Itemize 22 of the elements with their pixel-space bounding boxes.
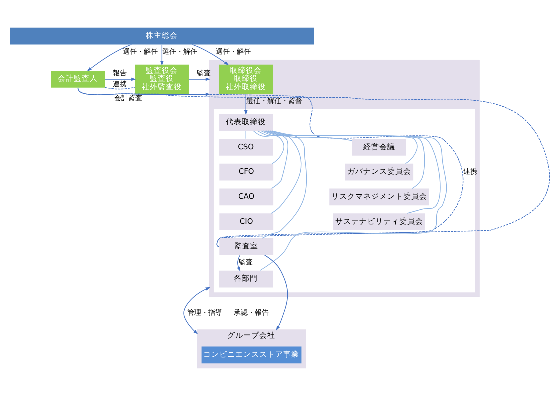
connector <box>258 130 288 190</box>
connector <box>78 88 464 248</box>
arrow <box>160 44 164 66</box>
arrow <box>264 254 288 331</box>
connector <box>162 94 550 248</box>
connector <box>264 130 353 142</box>
arrow <box>87 44 132 72</box>
arrow <box>192 44 230 66</box>
arrow <box>188 78 211 82</box>
connector <box>260 130 302 214</box>
connector <box>270 130 441 214</box>
arrow <box>104 78 136 82</box>
connector <box>266 130 418 164</box>
connector <box>253 130 284 164</box>
connector <box>268 130 426 190</box>
connector <box>260 130 448 272</box>
arrow <box>78 88 211 96</box>
arrow <box>237 255 241 272</box>
connector <box>104 87 136 90</box>
connector <box>262 130 308 239</box>
arrow <box>244 94 248 116</box>
arrow <box>184 287 210 334</box>
